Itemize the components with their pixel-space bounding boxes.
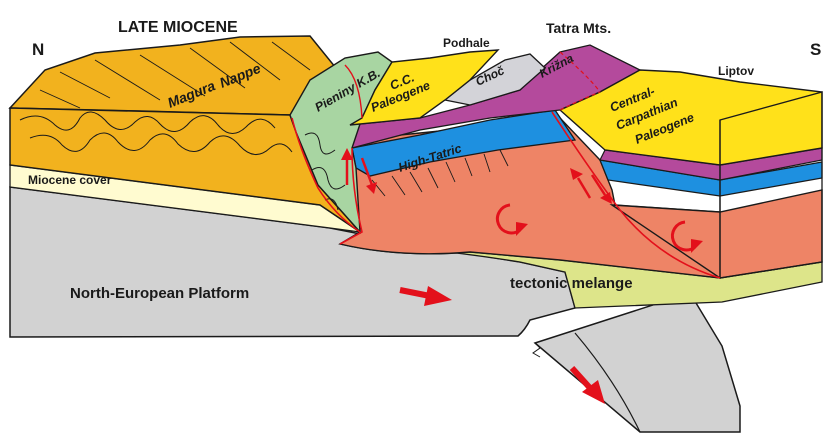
label-podhale: Podhale: [443, 36, 490, 50]
label-tectonic-melange: tectonic melange: [510, 275, 633, 292]
subducted-platform-fragment: [535, 293, 740, 432]
diagram-title: LATE MIOCENE: [118, 19, 238, 36]
label-liptov: Liptov: [718, 64, 754, 78]
compass-north: N: [32, 40, 44, 59]
label-miocene-cover: Miocene cover: [28, 173, 112, 187]
compass-south: S: [810, 40, 821, 59]
label-tatra-mts: Tatra Mts.: [546, 20, 611, 36]
label-platform: North-European Platform: [70, 285, 249, 302]
